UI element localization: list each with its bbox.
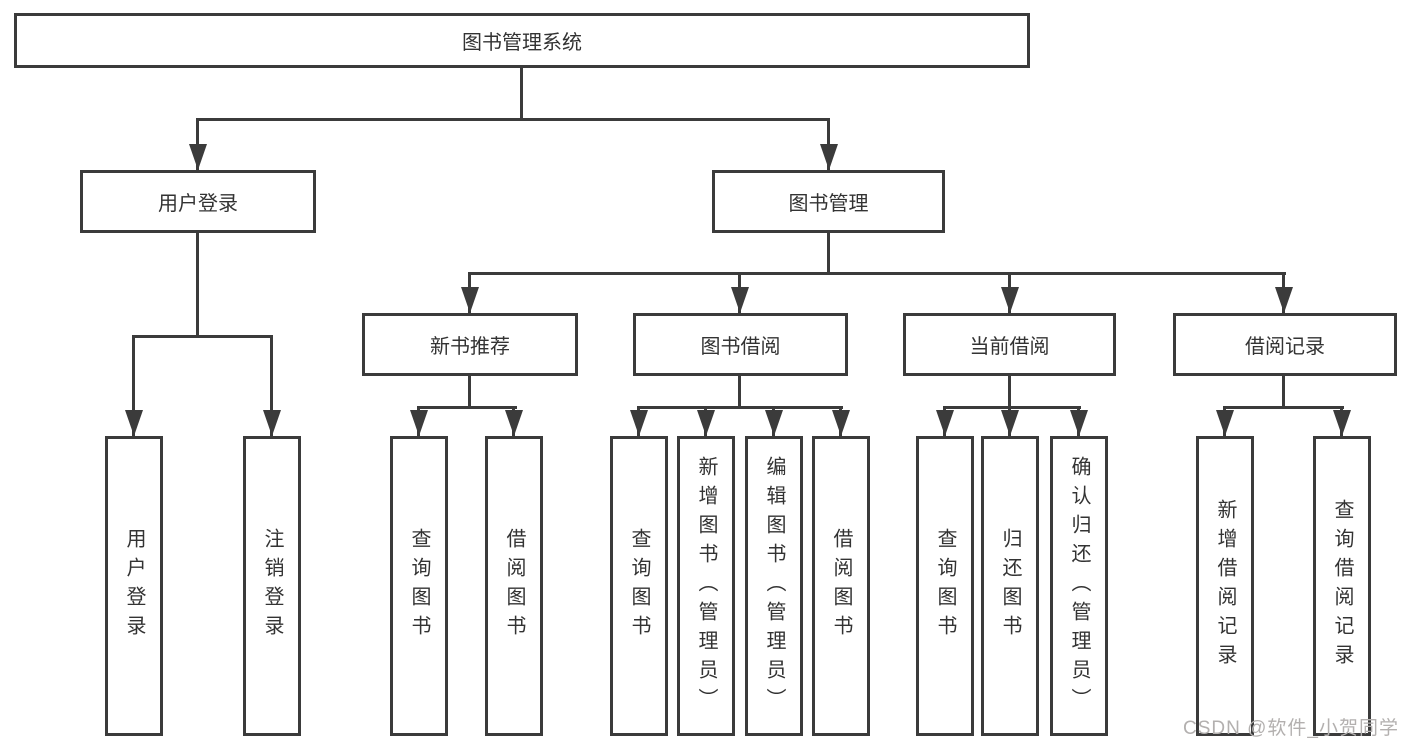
connector-line	[1008, 376, 1011, 409]
connector-line	[468, 376, 471, 409]
leaf-borrow-add-books-admin-label: 新增图书（管理员）	[695, 455, 717, 717]
arrowhead-icon	[731, 287, 749, 313]
connector-line	[468, 272, 1286, 275]
connector-line	[1223, 406, 1344, 409]
connector-line	[270, 335, 273, 436]
arrowhead-icon	[1275, 287, 1293, 313]
leaf-records-add-record-label: 新增借阅记录	[1214, 499, 1236, 673]
arrowhead-icon	[461, 287, 479, 313]
arrowhead-icon	[125, 410, 143, 436]
arrowhead-icon	[1001, 287, 1019, 313]
connector-line	[132, 335, 135, 436]
arrowhead-icon	[820, 144, 838, 170]
leaf-records-query-record: 查询借阅记录	[1313, 436, 1371, 736]
node-user-login: 用户登录	[80, 170, 316, 233]
arrowhead-icon	[765, 410, 783, 436]
leaf-recommend-borrow-books: 借阅图书	[485, 436, 543, 736]
leaf-records-add-record: 新增借阅记录	[1196, 436, 1254, 736]
node-book-borrowing: 图书借阅	[633, 313, 848, 376]
leaf-current-confirm-return-admin-label: 确认归还（管理员）	[1068, 455, 1090, 717]
arrowhead-icon	[1070, 410, 1088, 436]
connector-line	[196, 118, 830, 121]
connector-line	[738, 376, 741, 409]
node-new-book-recommend: 新书推荐	[362, 313, 578, 376]
node-borrowing-records: 借阅记录	[1173, 313, 1397, 376]
leaf-recommend-borrow-books-label: 借阅图书	[503, 528, 525, 644]
leaf-logout-label: 注销登录	[261, 528, 283, 644]
arrowhead-icon	[630, 410, 648, 436]
arrowhead-icon	[505, 410, 523, 436]
leaf-borrow-edit-books-admin: 编辑图书（管理员）	[745, 436, 803, 736]
connector-line	[196, 233, 199, 338]
connector-line	[827, 233, 830, 275]
leaf-current-query-books-label: 查询图书	[934, 528, 956, 644]
leaf-current-return-books-label: 归还图书	[999, 528, 1021, 644]
node-root: 图书管理系统	[14, 13, 1030, 68]
node-book-management: 图书管理	[712, 170, 945, 233]
connector-line	[637, 406, 843, 409]
node-root-label: 图书管理系统	[462, 32, 582, 54]
arrowhead-icon	[263, 410, 281, 436]
arrowhead-icon	[697, 410, 715, 436]
node-user-login-label: 用户登录	[158, 193, 238, 215]
arrowhead-icon	[936, 410, 954, 436]
arrowhead-icon	[1001, 410, 1019, 436]
leaf-borrow-query-books: 查询图书	[610, 436, 668, 736]
node-book-borrowing-label: 图书借阅	[700, 336, 781, 358]
arrowhead-icon	[410, 410, 428, 436]
connector-line	[417, 406, 517, 409]
connector-line	[132, 335, 273, 338]
leaf-borrow-borrow-books: 借阅图书	[812, 436, 870, 736]
connector-line	[1282, 376, 1285, 409]
node-book-management-label: 图书管理	[788, 193, 869, 215]
node-new-book-recommend-label: 新书推荐	[430, 336, 510, 358]
arrowhead-icon	[1333, 410, 1351, 436]
node-borrowing-records-label: 借阅记录	[1245, 336, 1325, 358]
leaf-current-query-books: 查询图书	[916, 436, 974, 736]
arrowhead-icon	[1216, 410, 1234, 436]
node-current-borrowing: 当前借阅	[903, 313, 1116, 376]
leaf-borrow-edit-books-admin-label: 编辑图书（管理员）	[763, 455, 785, 717]
leaf-records-query-record-label: 查询借阅记录	[1331, 499, 1353, 673]
leaf-recommend-query-books: 查询图书	[390, 436, 448, 736]
leaf-user-login-label: 用户登录	[123, 528, 145, 644]
leaf-current-return-books: 归还图书	[981, 436, 1039, 736]
connector-line	[943, 406, 1081, 409]
leaf-logout: 注销登录	[243, 436, 301, 736]
leaf-borrow-query-books-label: 查询图书	[628, 528, 650, 644]
leaf-borrow-add-books-admin: 新增图书（管理员）	[677, 436, 735, 736]
csdn-watermark: CSDN @软件_小贺同学	[1183, 718, 1399, 739]
leaf-user-login: 用户登录	[105, 436, 163, 736]
arrowhead-icon	[832, 410, 850, 436]
arrowhead-icon	[189, 144, 207, 170]
node-current-borrowing-label: 当前借阅	[969, 336, 1050, 358]
leaf-recommend-query-books-label: 查询图书	[408, 528, 430, 644]
leaf-borrow-borrow-books-label: 借阅图书	[830, 528, 852, 644]
leaf-current-confirm-return-admin: 确认归还（管理员）	[1050, 436, 1108, 736]
connector-line	[520, 68, 523, 120]
